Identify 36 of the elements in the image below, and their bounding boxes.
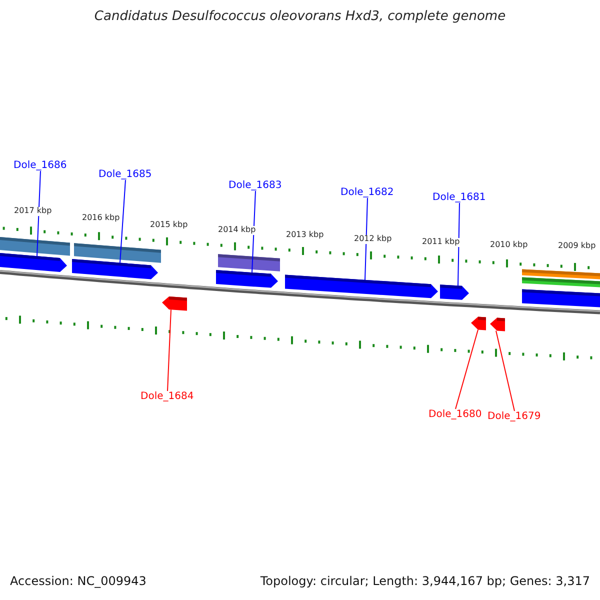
gene-block bbox=[490, 318, 505, 332]
accession-label: Accession: NC_009943 bbox=[10, 575, 146, 588]
gene-block bbox=[285, 274, 438, 298]
gene-label: Dole_1685 bbox=[98, 169, 152, 180]
gene-block bbox=[216, 270, 278, 288]
scale-label: 2012 kbp bbox=[354, 235, 392, 244]
leader-line bbox=[252, 190, 256, 274]
gene-label: Dole_1686 bbox=[14, 160, 67, 171]
scale-label: 2015 kbp bbox=[150, 221, 188, 230]
gene-label: Dole_1682 bbox=[340, 187, 394, 198]
leader-line bbox=[36, 170, 41, 257]
gene-block bbox=[162, 296, 187, 311]
title: Candidatus Desulfococcus oleovorans Hxd3, complete genome bbox=[93, 10, 507, 24]
gene-label: Dole_1681 bbox=[432, 192, 486, 203]
gene-block bbox=[0, 253, 67, 272]
leader-line bbox=[496, 330, 515, 412]
scale-label: 2010 kbp bbox=[490, 241, 528, 250]
scale-label: 2009 kbp bbox=[558, 242, 596, 251]
gene-label: Dole_1683 bbox=[228, 180, 282, 191]
gene-label: Dole_1679 bbox=[488, 411, 541, 422]
leader-line bbox=[364, 198, 368, 281]
scale-label: 2014 kbp bbox=[218, 226, 256, 235]
gene-label: Dole_1684 bbox=[140, 391, 194, 402]
gene-block bbox=[440, 284, 469, 300]
scale-label: 2011 kbp bbox=[422, 238, 460, 247]
gene-block bbox=[471, 316, 486, 330]
scale-label: 2017 kbp bbox=[14, 207, 52, 216]
leader-line bbox=[120, 180, 126, 264]
leader-line bbox=[455, 329, 478, 410]
gene-block bbox=[72, 259, 158, 280]
leader-line bbox=[167, 309, 172, 392]
leader-line bbox=[458, 202, 460, 286]
gene-label: Dole_1680 bbox=[428, 409, 482, 420]
scale-label: 2013 kbp bbox=[286, 231, 324, 240]
scale-label: 2016 kbp bbox=[82, 214, 120, 223]
genome-stats: Topology: circular; Length: 3,944,167 bp; Genes: 3,317 bbox=[260, 575, 590, 588]
